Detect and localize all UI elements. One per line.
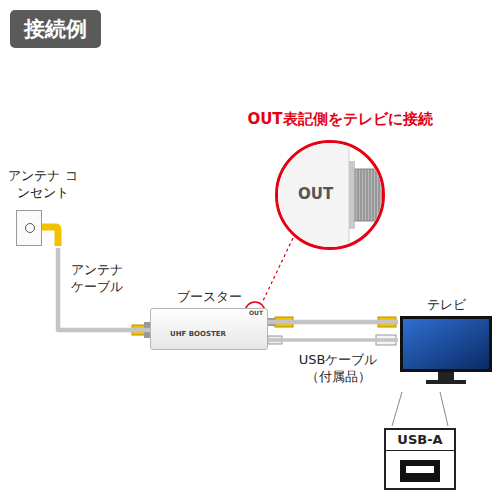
usb-port-icon	[386, 452, 454, 488]
booster-box: ブースター	[150, 288, 268, 350]
printed-mark: UHF BOOSTER	[170, 330, 240, 338]
usb-cable	[268, 338, 398, 342]
usb-port-inset: USB-A	[384, 428, 456, 490]
outlet-plate	[16, 210, 42, 246]
callout-line	[440, 392, 448, 426]
callout-note: OUT表記側をテレビに接続	[215, 110, 465, 129]
title-badge: 接続例	[10, 10, 101, 48]
port-name: USB-A	[386, 430, 454, 451]
zoom-circle: OUT	[275, 140, 385, 250]
antenna-outlet: アンテナ コンセント	[8, 168, 80, 248]
outlet-socket	[25, 223, 35, 233]
cable-label: アンテナ ケーブル	[66, 262, 128, 296]
coax-cable	[268, 320, 398, 325]
leader-line	[262, 238, 293, 303]
part-name: アンテナ コンセント	[8, 168, 78, 202]
tv-monitor: テレビ	[398, 296, 494, 386]
port-label: OUT	[298, 185, 333, 203]
printed-mark: OUT	[248, 309, 264, 316]
part-name: テレビ	[398, 296, 494, 314]
coax-cable	[58, 248, 150, 330]
cable-label: USBケーブル （付属品）	[294, 352, 382, 386]
part-name: ブースター	[150, 288, 268, 306]
callout-line	[392, 392, 402, 426]
tv-drawing	[398, 314, 494, 386]
